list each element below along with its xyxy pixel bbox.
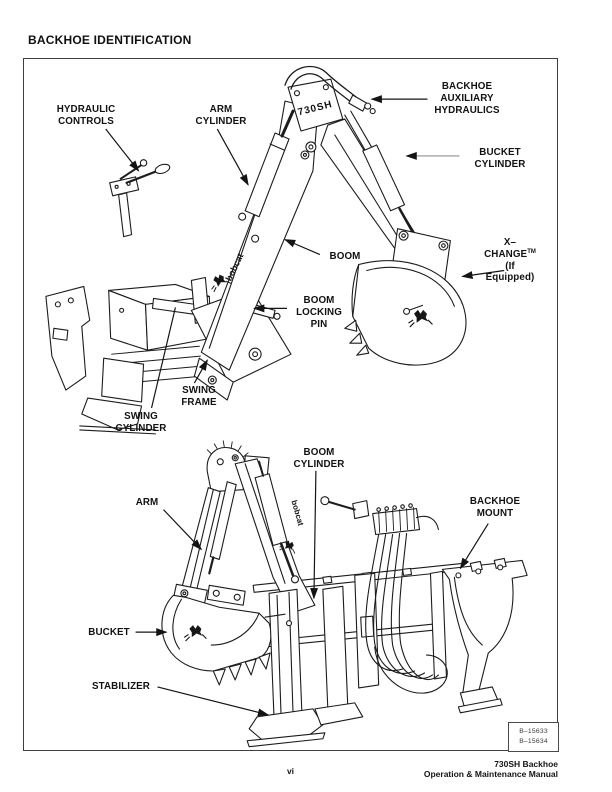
arrow-boom xyxy=(283,239,321,256)
arrow-arm xyxy=(163,509,203,551)
label-arm-cylinder: ARM CYLINDER xyxy=(195,104,247,127)
label-boom-locking-pin: BOOM LOCKING PIN xyxy=(296,295,342,330)
arrow-stabilizer xyxy=(157,686,270,717)
label-hydraulic-controls: HYDRAULIC CONTROLS xyxy=(56,104,116,127)
doc-title: 730SH Backhoe Operation & Maintenance Ma… xyxy=(23,759,558,779)
upper-backhoe-drawing: bobcat 730SH xyxy=(45,65,467,435)
x-change-tm: TM xyxy=(527,248,536,255)
lower-backhoe-drawing: bobcat xyxy=(161,440,528,748)
page-number: vi xyxy=(286,766,295,776)
label-stabilizer: STABILIZER xyxy=(92,681,150,692)
page-title: BACKHOE IDENTIFICATION xyxy=(28,33,192,47)
label-arm: ARM xyxy=(135,497,159,508)
label-swing-frame: SWING FRAME xyxy=(181,385,217,408)
label-x-change: X–CHANGETM (If Equipped) xyxy=(484,237,536,284)
arrow-boom-cylinder xyxy=(310,470,319,600)
label-swing-cylinder: SWING CYLINDER xyxy=(115,411,167,434)
figure-frame: bobcat 730SH xyxy=(23,58,559,752)
x-change-qualifier: (If Equipped) xyxy=(485,260,535,284)
doc-title-line1: 730SH Backhoe xyxy=(494,759,558,769)
arrow-hydraulic-controls xyxy=(105,128,140,172)
label-backhoe-mount: BACKHOE MOUNT xyxy=(469,496,521,519)
x-change-name: X–CHANGE xyxy=(484,237,528,260)
arrow-swing-frame xyxy=(193,359,208,384)
leader-lines xyxy=(105,95,505,717)
arrow-arm-cylinder xyxy=(216,128,249,186)
figure-ref-2: B–15634 xyxy=(519,738,548,745)
brand-text-lower: bobcat xyxy=(289,499,305,527)
figure-ref-1: B–15633 xyxy=(519,727,548,735)
label-bucket-cylinder: BUCKET CYLINDER xyxy=(474,147,526,170)
label-bucket: BUCKET xyxy=(88,627,130,638)
leader-swing-cylinder xyxy=(150,307,177,409)
label-boom: BOOM xyxy=(329,251,361,262)
figure-ref-box: B–15633 B–15634 xyxy=(508,722,559,752)
label-backhoe-auxiliary-hydraulics: BACKHOE AUXILIARY HYDRAULICS xyxy=(434,81,500,116)
arrow-x-change xyxy=(461,269,505,279)
backhoe-diagram: bobcat 730SH xyxy=(45,65,528,748)
label-boom-cylinder: BOOM CYLINDER xyxy=(293,447,345,470)
arrow-backhoe-mount xyxy=(459,523,489,570)
doc-title-line2: Operation & Maintenance Manual xyxy=(423,769,558,780)
